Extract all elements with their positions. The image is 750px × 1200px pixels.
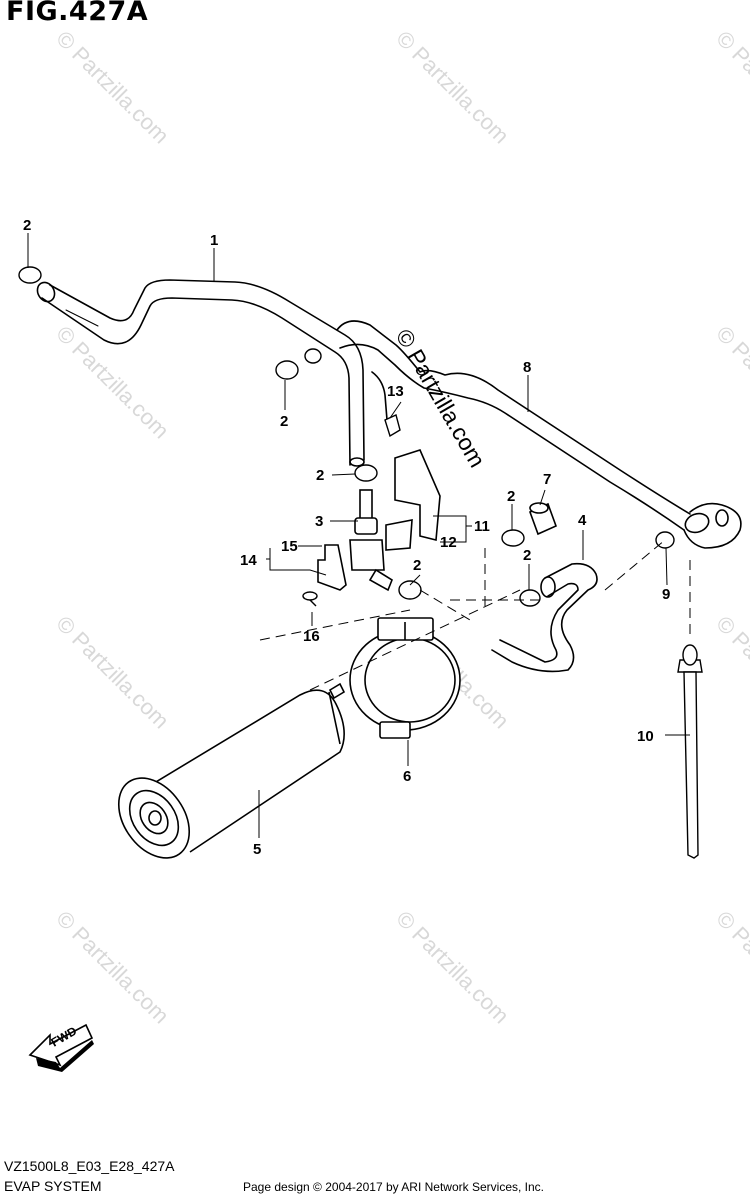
callout-12: 12 — [440, 534, 457, 551]
part-15-bracket — [317, 544, 347, 591]
fwd-arrow-icon: FWD — [28, 1024, 94, 1072]
callout-15: 15 — [281, 538, 298, 555]
watermark: © Partzilla.com — [391, 906, 514, 1029]
callout-3: 3 — [315, 513, 323, 530]
watermark: © Partzilla.com — [711, 26, 750, 149]
watermark: © Partzilla.com — [711, 906, 750, 1029]
part-2-clamps — [18, 266, 675, 607]
assembly-lines — [259, 539, 691, 691]
page-credit: Page design © 2004-2017 by ARI Network S… — [243, 1180, 545, 1194]
callout-10: 10 — [637, 728, 654, 745]
part-8-hose — [336, 320, 742, 549]
watermark: © Partzilla.com — [51, 321, 174, 444]
part-10-cable-tie — [677, 644, 703, 859]
callout-6: 6 — [403, 768, 411, 785]
model-code: VZ1500L8_E03_E28_427A — [4, 1158, 175, 1174]
watermark: © Partzilla.com — [711, 321, 750, 444]
watermark: © Partzilla.com — [51, 906, 174, 1029]
callout-2: 2 — [316, 467, 324, 484]
watermark: © Partzilla.com — [51, 26, 174, 149]
callout-16: 16 — [303, 628, 320, 645]
callout-2: 2 — [507, 488, 515, 505]
callout-14: 14 — [240, 552, 257, 569]
watermark: © Partzilla.com — [391, 26, 514, 149]
part-11-12-brackets — [385, 449, 441, 551]
callout-8: 8 — [523, 359, 531, 376]
callout-2: 2 — [23, 217, 31, 234]
callout-2: 2 — [413, 557, 421, 574]
watermark: © Partzilla.com — [711, 611, 750, 734]
callout-7: 7 — [543, 471, 551, 488]
callout-11: 11 — [474, 518, 490, 535]
callout-2: 2 — [523, 547, 531, 564]
part-7-joint — [528, 502, 558, 536]
callouts: 1 2 2 2 2 2 2 3 4 5 6 7 8 9 10 11 12 13 … — [23, 217, 670, 858]
callout-4: 4 — [578, 512, 587, 529]
callout-1: 1 — [210, 232, 218, 249]
callout-5: 5 — [253, 841, 261, 858]
watermark: © Partzilla.com — [51, 611, 174, 734]
callout-2: 2 — [280, 413, 288, 430]
figure-title: FIG.427A — [6, 0, 149, 27]
watermark-center: © Partzilla.com — [391, 325, 491, 472]
part-4-hose — [491, 562, 598, 673]
part-1-hose — [36, 279, 388, 467]
callout-13: 13 — [387, 383, 404, 400]
part-5-fuel-pump — [117, 682, 346, 859]
leader-lines — [27, 233, 690, 838]
part-13-screw — [384, 414, 401, 438]
callout-9: 9 — [662, 586, 670, 603]
part-16-screw — [302, 591, 318, 607]
section-name: EVAP SYSTEM — [4, 1178, 102, 1194]
part-3-valve — [349, 489, 393, 592]
part-6-holder — [349, 617, 461, 739]
